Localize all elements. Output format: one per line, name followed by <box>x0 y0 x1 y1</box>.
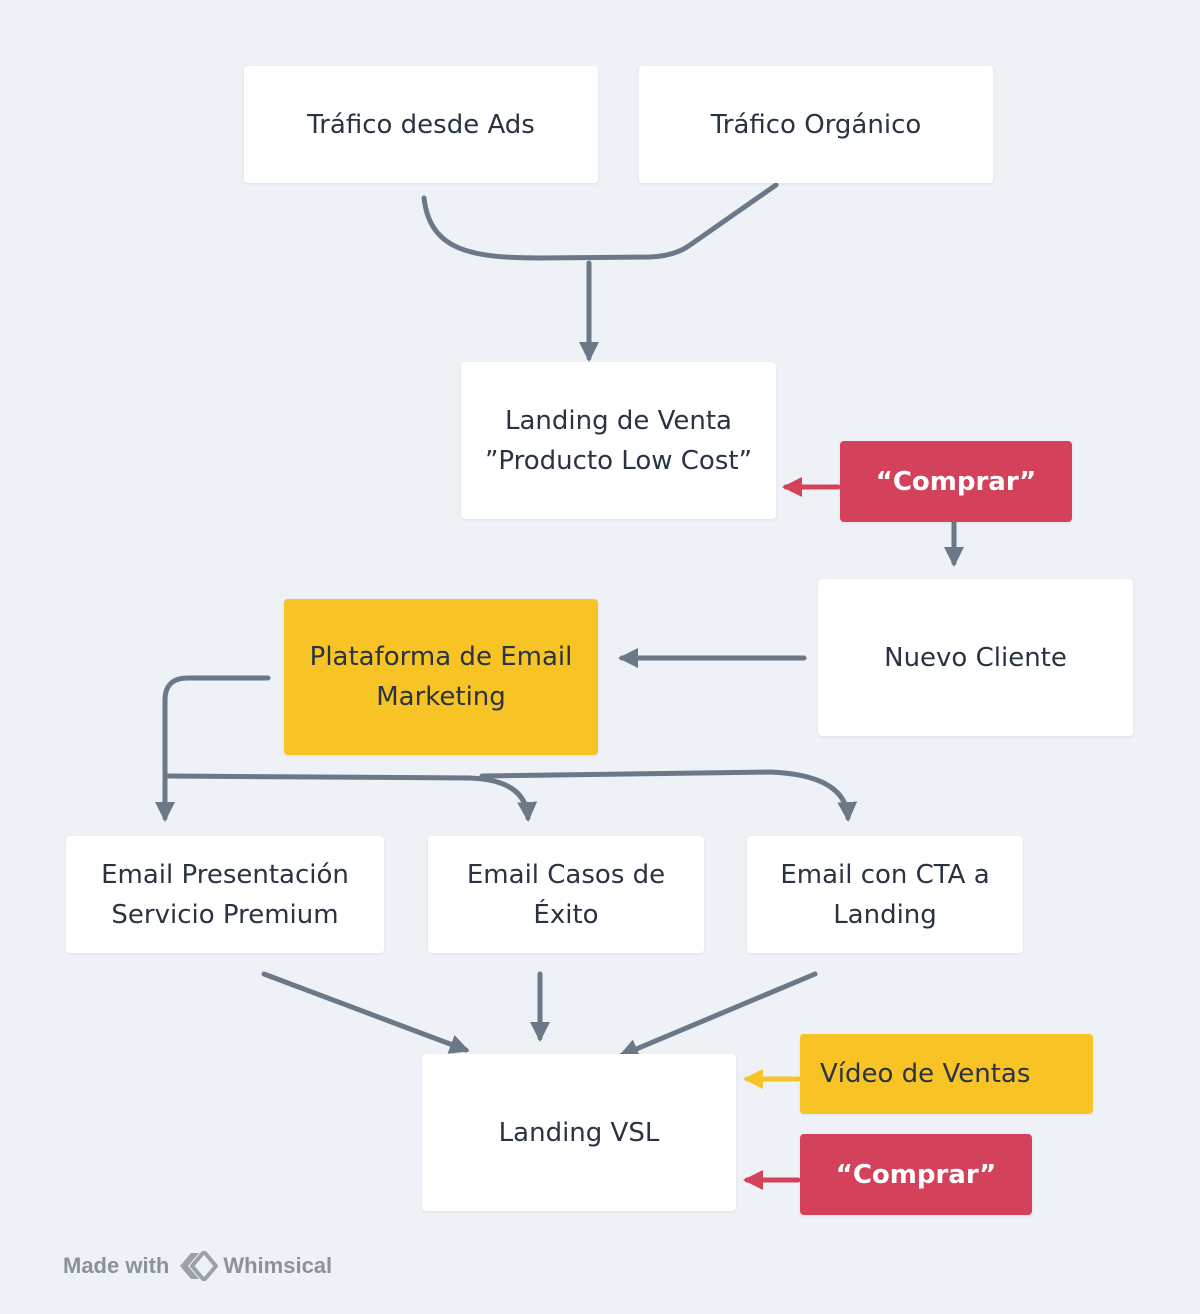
made-with-footer[interactable]: Made with Whimsical <box>63 1246 332 1286</box>
node-label: Email Presentación Servicio Premium <box>101 859 349 930</box>
edge-organico-to-merge <box>537 182 779 261</box>
node-trafico-organico[interactable]: Tráfico Orgánico <box>639 66 993 183</box>
node-email-casos[interactable]: Email Casos de Éxito <box>428 836 704 953</box>
edge-email-presentacion-to-vsl <box>261 971 470 1054</box>
edge-plataforma-to-email-cta <box>479 769 858 822</box>
edge-email-cta-to-vsl <box>618 971 818 1059</box>
node-landing-vsl[interactable]: Landing VSL <box>422 1054 736 1211</box>
node-video-ventas[interactable]: Vídeo de Ventas <box>800 1034 1093 1114</box>
edge-plataforma-to-email-presentacion <box>155 675 271 822</box>
edge-plataforma-to-email-casos <box>165 773 538 822</box>
node-email-presentacion[interactable]: Email Presentación Servicio Premium <box>66 836 384 953</box>
node-plataforma-email[interactable]: Plataforma de Email Marketing <box>284 599 598 755</box>
node-email-cta[interactable]: Email con CTA a Landing <box>747 836 1023 953</box>
edge-ads-to-merge <box>421 195 543 261</box>
node-label: Email Casos de Éxito <box>466 859 666 930</box>
node-label: Email con CTA a Landing <box>780 859 990 930</box>
node-label: Nuevo Cliente <box>884 642 1067 673</box>
node-label: Tráfico Orgánico <box>710 109 922 140</box>
node-label: Tráfico desde Ads <box>307 109 535 140</box>
node-label: Plataforma de Email Marketing <box>309 642 573 712</box>
whimsical-brand-text: Whimsical <box>223 1253 333 1278</box>
node-label: Vídeo de Ventas <box>820 1059 1031 1089</box>
node-label: Landing de Venta ”Producto Low Cost” <box>484 405 753 476</box>
node-comprar-1[interactable]: “Comprar” <box>840 441 1072 522</box>
node-label: “Comprar” <box>835 1159 997 1190</box>
whimsical-logo-icon <box>177 1249 219 1283</box>
node-label: Landing VSL <box>498 1117 660 1148</box>
made-with-text: Made with <box>63 1253 170 1278</box>
node-trafico-ads[interactable]: Tráfico desde Ads <box>244 66 598 183</box>
node-nuevo-cliente[interactable]: Nuevo Cliente <box>818 579 1133 736</box>
node-comprar-2[interactable]: “Comprar” <box>800 1134 1032 1215</box>
node-label: “Comprar” <box>875 466 1037 497</box>
node-landing-venta[interactable]: Landing de Venta ”Producto Low Cost” <box>461 362 776 519</box>
